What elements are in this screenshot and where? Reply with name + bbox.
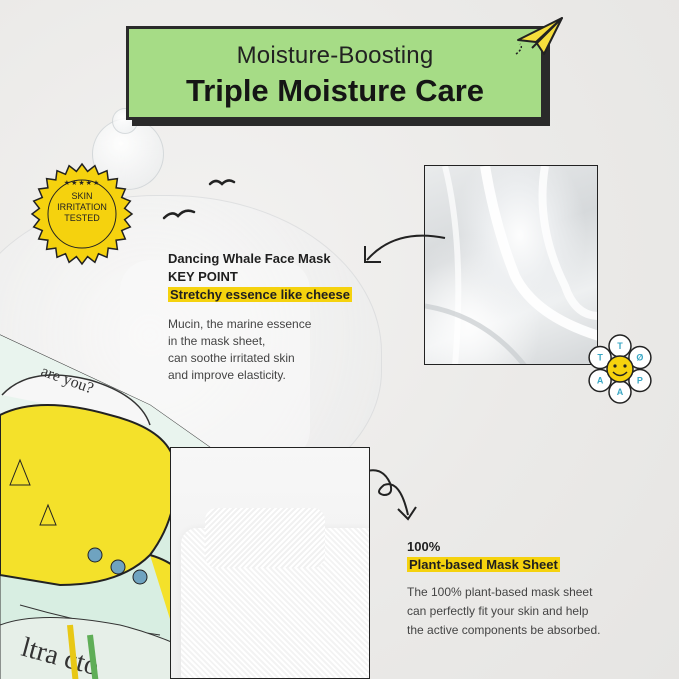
curved-arrow-icon bbox=[353, 469, 417, 521]
key-point-label: KEY POINT bbox=[168, 269, 238, 284]
whale-mask-package-illustration: ltra cto are you? bbox=[0, 334, 236, 679]
plant-based-line: The 100% plant-based mask sheet bbox=[407, 585, 593, 599]
bird-icon bbox=[162, 179, 236, 220]
flower-petal bbox=[628, 345, 652, 370]
mask-sheet-fold-top bbox=[205, 508, 325, 568]
flower-petal-letter: Ø bbox=[636, 353, 643, 363]
plant-based-section: 100% Plant-based Mask Sheet bbox=[407, 538, 667, 574]
plant-based-highlight: Plant-based Mask Sheet bbox=[407, 557, 560, 572]
key-point-line: Mucin, the marine essence bbox=[168, 317, 312, 331]
stretchy-essence-photo bbox=[424, 165, 598, 365]
curved-arrow-icon bbox=[364, 234, 446, 263]
flower-petal-letter: T bbox=[617, 341, 623, 351]
key-point-line: can soothe irritated skin bbox=[168, 351, 295, 365]
badge-line-2: IRRITATION bbox=[57, 202, 107, 212]
key-point-highlight: Stretchy essence like cheese bbox=[168, 287, 352, 302]
key-point-description: Mucin, the marine essence in the mask sh… bbox=[168, 316, 358, 384]
key-point-section: Dancing Whale Face Mask KEY POINT Stretc… bbox=[168, 250, 408, 304]
star-icon: ★★★★★ bbox=[63, 180, 101, 187]
flower-petal bbox=[588, 368, 612, 393]
smiley-flower-icon: T Ø P A A T bbox=[588, 334, 652, 404]
product-name: Dancing Whale Face Mask bbox=[168, 251, 331, 266]
header-banner: Moisture-Boosting Triple Moisture Care bbox=[126, 26, 544, 120]
flower-petal bbox=[588, 345, 612, 370]
flower-petal-letter: T bbox=[597, 353, 603, 363]
flower-petal-letter: P bbox=[637, 376, 643, 386]
plant-based-line: can perfectly fit your skin and help bbox=[407, 604, 589, 618]
banner-title: Triple Moisture Care bbox=[185, 73, 485, 108]
badge-line-3: TESTED bbox=[64, 213, 100, 223]
flower-petal bbox=[628, 368, 652, 393]
skin-irritation-badge-icon bbox=[30, 162, 134, 266]
flower-petal-letter: A bbox=[597, 376, 604, 386]
key-point-line: in the mask sheet, bbox=[168, 334, 266, 348]
key-point-line: and improve elasticity. bbox=[168, 368, 286, 382]
paper-plane-icon bbox=[515, 17, 563, 55]
banner-subtitle: Moisture-Boosting bbox=[236, 42, 434, 69]
badge-line-1: SKIN bbox=[71, 191, 93, 201]
mask-sheet-photo bbox=[170, 447, 370, 679]
badge-text: ★★★★★ SKIN IRRITATION TESTED bbox=[30, 178, 134, 224]
plant-based-percent: 100% bbox=[407, 539, 441, 554]
flower-petal-letter: A bbox=[617, 387, 624, 397]
plant-based-line: the active components be absorbed. bbox=[407, 623, 601, 637]
plant-based-description: The 100% plant-based mask sheet can perf… bbox=[407, 583, 667, 640]
